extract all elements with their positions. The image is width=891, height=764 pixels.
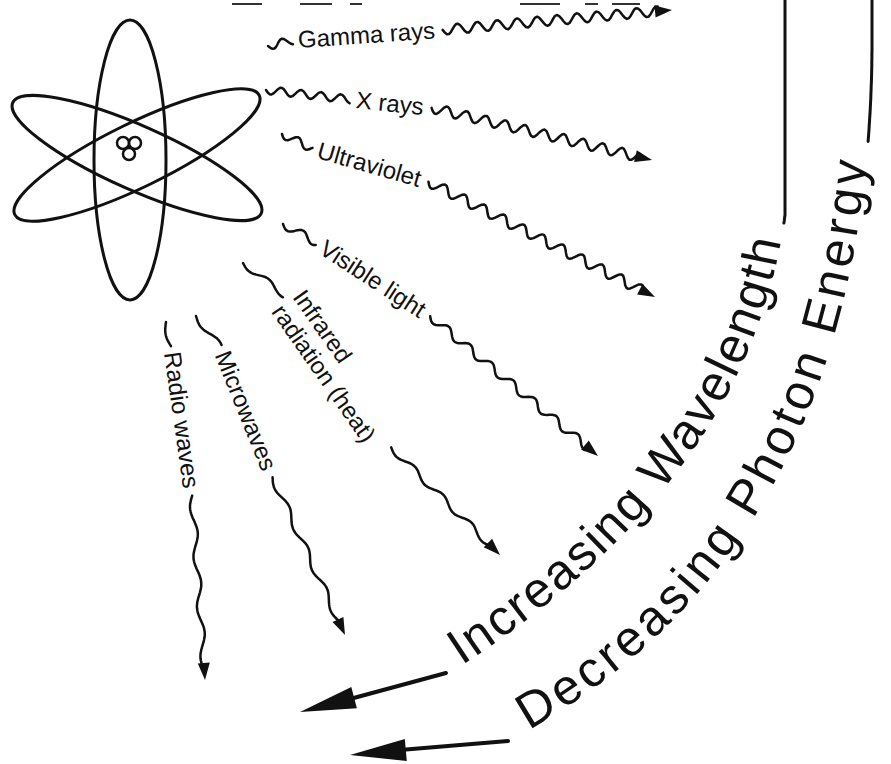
leader-line	[868, 0, 872, 142]
scan-dash	[232, 3, 262, 5]
wave-line	[432, 107, 640, 160]
radiation-label: Microwaves	[209, 347, 282, 475]
wave-line	[391, 447, 490, 545]
radiation-label: Radio waves	[158, 350, 205, 490]
arrow-head	[637, 284, 655, 297]
scan-dash	[350, 3, 362, 5]
wave-line	[429, 182, 644, 289]
scan-dashes	[232, 3, 640, 5]
radiation-label: Gamma rays	[297, 16, 436, 54]
scan-dash	[585, 3, 598, 5]
trend-arrow-line	[400, 741, 508, 750]
arrow-head	[655, 6, 673, 18]
arrow-head	[333, 617, 346, 635]
wave-line	[268, 39, 293, 49]
radiation-label: Ultraviolet	[314, 137, 424, 193]
arrow-head	[484, 539, 500, 555]
wave-line	[243, 263, 283, 297]
wave-line	[196, 316, 222, 345]
scan-dash	[520, 3, 560, 5]
electron-orbit	[94, 20, 166, 300]
wave-line	[273, 477, 340, 622]
arrow-head	[581, 441, 598, 457]
wave-line	[282, 134, 313, 150]
nucleus-particle	[123, 148, 135, 160]
arrow-head	[198, 663, 210, 680]
wave-line	[443, 7, 658, 35]
scan-dash	[612, 3, 640, 5]
trend-arrow-head	[300, 687, 357, 712]
wave-line	[266, 88, 350, 104]
trend-caption: Decreasing Photon Energy	[506, 153, 878, 740]
electron-orbit	[0, 73, 274, 242]
wave-line	[430, 316, 585, 450]
trend-arrow-line	[350, 673, 446, 699]
electron-orbit	[1, 67, 274, 244]
arrow-head	[634, 150, 652, 162]
wave-line	[190, 496, 205, 666]
radiation-label: Visible light	[314, 234, 431, 323]
leader-line	[784, 0, 785, 223]
wave-line	[165, 322, 171, 346]
wave-line	[283, 224, 316, 245]
trend-caption: Increasing Wavelength	[437, 230, 792, 675]
radiation-label: X rays	[355, 86, 426, 121]
trend-arrow-head	[350, 739, 407, 761]
scan-dash	[300, 3, 332, 5]
radiation-label: Infrared radiation (heat)	[267, 285, 408, 456]
